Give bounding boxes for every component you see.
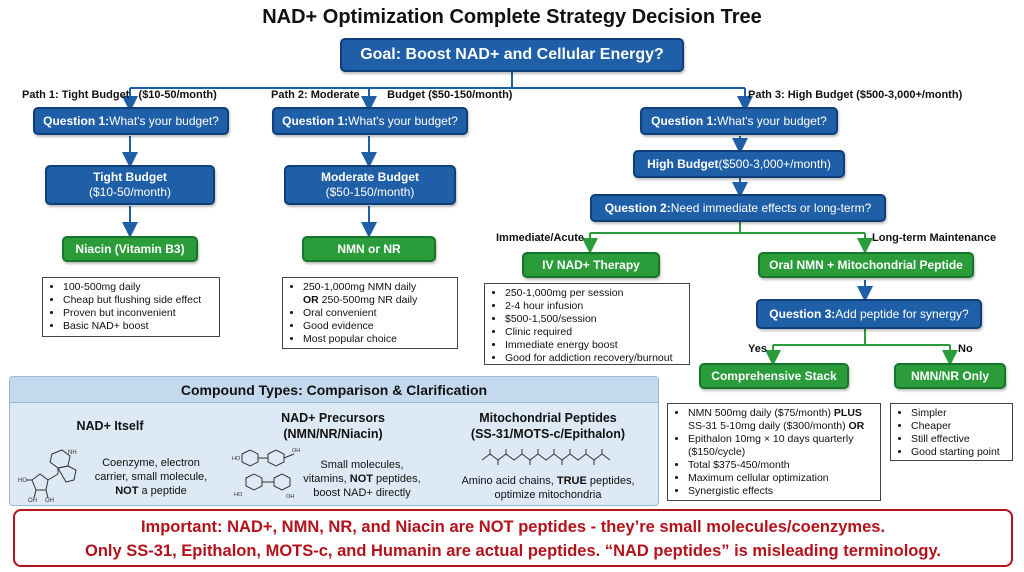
nad-molecule-icon: HO OH OH NH bbox=[18, 449, 77, 502]
no-branch-label: No bbox=[958, 343, 973, 355]
tight-budget-node[interactable]: Tight Budget($10-50/month) bbox=[45, 165, 215, 205]
precursor-molecule-icon: HO OH HO OH bbox=[232, 448, 300, 500]
niacin-details: 100-500mg daily Cheap but flushing side … bbox=[42, 277, 220, 337]
nad-itself-description: Coenzyme, electron carrier, small molecu… bbox=[94, 457, 208, 497]
moderate-budget-node[interactable]: Moderate Budget($50-150/month) bbox=[284, 165, 456, 205]
svg-text:OH: OH bbox=[45, 498, 54, 502]
list-item: Cheap but flushing side effect bbox=[63, 294, 213, 307]
list-item: Still effective bbox=[911, 433, 1006, 446]
list-item: Synergistic effects bbox=[688, 485, 874, 498]
yes-branch-label: Yes bbox=[748, 343, 767, 355]
list-item: Most popular choice bbox=[303, 333, 451, 346]
comprehensive-stack-node[interactable]: Comprehensive Stack bbox=[699, 363, 849, 389]
question3-node[interactable]: Question 3: Add peptide for synergy? bbox=[756, 299, 982, 329]
list-item: Immediate energy boost bbox=[505, 339, 683, 352]
peptide-chain-icon bbox=[481, 449, 611, 465]
important-line-2: Only SS-31, Epithalon, MOTS-c, and Human… bbox=[84, 542, 941, 560]
list-item: NMN 500mg daily ($75/month) PLUS bbox=[688, 407, 874, 420]
oral-combo-node[interactable]: Oral NMN + Mitochondrial Peptide bbox=[758, 252, 974, 278]
niacin-node[interactable]: Niacin (Vitamin B3) bbox=[62, 236, 198, 262]
list-item: Cheaper bbox=[911, 420, 1006, 433]
list-item: 100-500mg daily bbox=[63, 281, 213, 294]
list-item: Proven but inconvenient bbox=[63, 307, 213, 320]
svg-text:HO: HO bbox=[18, 478, 27, 484]
important-line-1: Important: NAD+, NMN, NR, and Niacin are… bbox=[140, 518, 886, 536]
nad-precursors-title: NAD+ Precursors (NMN/NR/Niacin) bbox=[281, 411, 385, 441]
list-item: Maximum cellular optimization bbox=[688, 472, 874, 485]
nad-itself-title: NAD+ Itself bbox=[76, 419, 144, 433]
page-title: NAD+ Optimization Complete Strategy Deci… bbox=[262, 6, 762, 28]
list-item: Epithalon 10mg × 10 days quarterly ($150… bbox=[688, 433, 874, 459]
nmn-nr-node[interactable]: NMN or NR bbox=[302, 236, 436, 262]
question2-node[interactable]: Question 2: Need immediate effects or lo… bbox=[590, 194, 886, 222]
mitochondrial-peptides-description: Amino acid chains, TRUE peptides, optimi… bbox=[461, 475, 635, 501]
nmn-nr-only-node[interactable]: NMN/NR Only bbox=[894, 363, 1006, 389]
list-item: Simpler bbox=[911, 407, 1006, 420]
list-item: Good starting point bbox=[911, 446, 1006, 459]
path1-label: Path 1: Tight Budget ($10-50/month) bbox=[22, 89, 217, 101]
svg-text:NH: NH bbox=[68, 450, 77, 456]
nad-precursors-description: Small molecules, vitamins, NOT peptides,… bbox=[303, 459, 421, 499]
list-item: OR 250-500mg NR daily bbox=[303, 294, 418, 306]
iv-details: 250-1,000mg per session 2-4 hour infusio… bbox=[484, 283, 690, 365]
important-callout: Important: NAD+, NMN, NR, and Niacin are… bbox=[13, 509, 1013, 567]
list-item: $500-1,500/session bbox=[505, 313, 683, 326]
goal-node[interactable]: Goal: Boost NAD+ and Cellular Energy? bbox=[340, 38, 684, 72]
compound-types-header: Compound Types: Comparison & Clarificati… bbox=[10, 377, 658, 403]
svg-text:OH: OH bbox=[286, 494, 294, 500]
nmn-nr-details: 250-1,000mg NMN daily OR 250-500mg NR da… bbox=[282, 277, 458, 349]
iv-nad-node[interactable]: IV NAD+ Therapy bbox=[522, 252, 660, 278]
mitochondrial-peptides-title: Mitochondrial Peptides (SS-31/MOTS-c/Epi… bbox=[470, 411, 626, 441]
nmn-only-details: Simpler Cheaper Still effective Good sta… bbox=[890, 403, 1013, 461]
svg-text:OH: OH bbox=[28, 498, 37, 502]
list-item: Good for addiction recovery/burnout bbox=[505, 352, 683, 365]
question1-node-path1[interactable]: Question 1: What's your budget? bbox=[33, 107, 229, 135]
svg-text:OH: OH bbox=[292, 448, 300, 454]
svg-text:HO: HO bbox=[232, 456, 241, 462]
list-item: 250-1,000mg NMN daily bbox=[303, 281, 451, 294]
svg-text:HO: HO bbox=[234, 492, 243, 498]
immediate-branch-label: Immediate/Acute bbox=[496, 232, 585, 244]
path2-label: Path 2: Moderate Budget ($50-150/month) bbox=[271, 89, 513, 101]
list-item: Oral convenient bbox=[303, 307, 451, 320]
list-item: SS-31 5-10mg daily ($300/month) OR bbox=[688, 420, 865, 432]
list-item: Clinic required bbox=[505, 326, 683, 339]
question1-node-path2[interactable]: Question 1: What's your budget? bbox=[272, 107, 468, 135]
path3-label: Path 3: High Budget ($500-3,000+/month) bbox=[748, 89, 963, 101]
longterm-branch-label: Long-term Maintenance bbox=[872, 232, 997, 244]
list-item: Good evidence bbox=[303, 320, 451, 333]
list-item: 2-4 hour infusion bbox=[505, 300, 683, 313]
list-item: 250-1,000mg per session bbox=[505, 287, 683, 300]
list-item: Total $375-450/month bbox=[688, 459, 874, 472]
question1-node-path3[interactable]: Question 1: What's your budget? bbox=[640, 107, 838, 135]
comprehensive-details: NMN 500mg daily ($75/month) PLUS SS-31 5… bbox=[667, 403, 881, 501]
list-item: Basic NAD+ boost bbox=[63, 320, 213, 333]
high-budget-node[interactable]: High Budget ($500-3,000+/month) bbox=[633, 150, 845, 178]
